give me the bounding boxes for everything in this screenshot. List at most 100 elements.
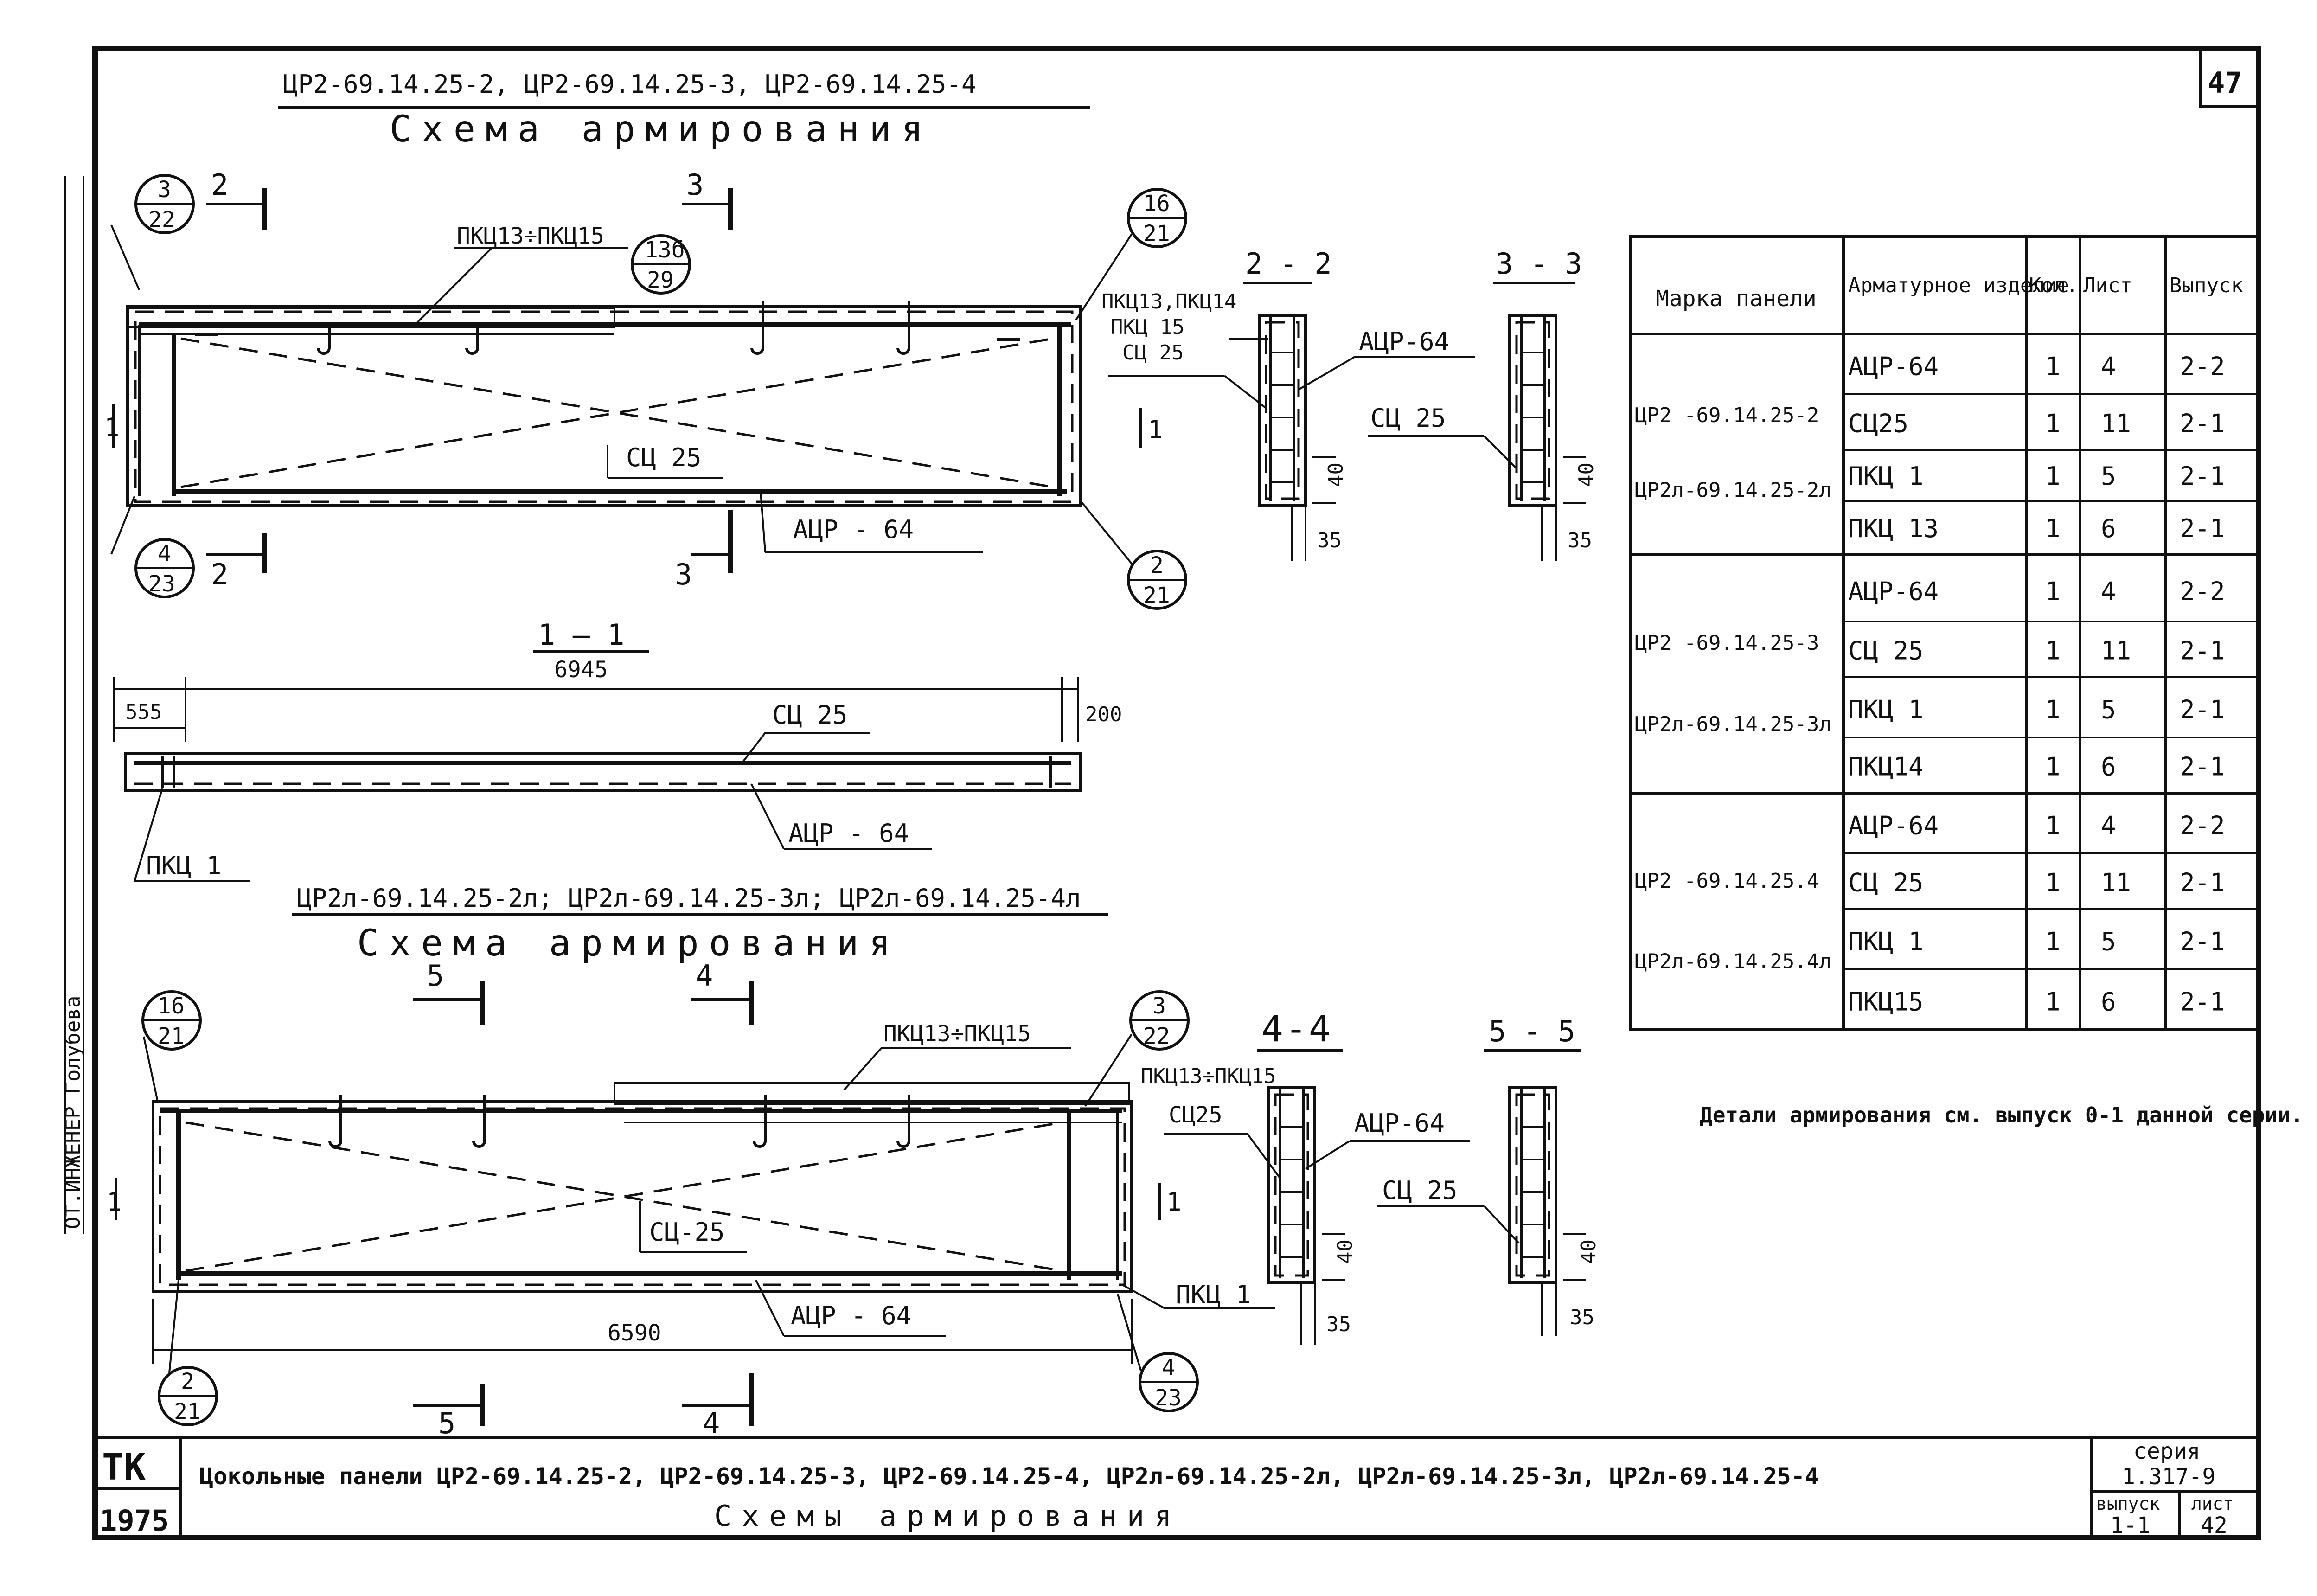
s33-sc25-label: СЦ 25 — [1370, 404, 1446, 433]
callout-3-22: 322 — [110, 174, 195, 290]
top-acr64-label: АЦР - 64 — [793, 515, 914, 544]
table-cell: 4 — [2101, 811, 2116, 840]
stamp-tk: ТК — [102, 1447, 146, 1488]
table-cell: 2-1 — [2180, 461, 2225, 491]
top-title: ЦР2-69.14.25-2, ЦР2-69.14.25-3, ЦР2-69.1… — [283, 70, 977, 99]
bottom-pkc1-label: ПКЦ 1 — [1176, 1280, 1251, 1309]
cut-1-left-top-label: 1 — [104, 413, 120, 442]
svg-text:16: 16 — [1143, 191, 1170, 217]
table-cell: 6 — [2101, 514, 2116, 543]
s22-pkc15-label: ПКЦ 15 — [1111, 315, 1184, 339]
svg-text:22: 22 — [1143, 1023, 1170, 1049]
cut-1-right-top-label: 1 — [1148, 415, 1163, 444]
table-cell: 2-1 — [2180, 514, 2225, 543]
cut-3-bottom-label: 3 — [675, 558, 692, 591]
list-value: 42 — [2201, 1513, 2227, 1538]
bottom-sc25-label: СЦ-25 — [649, 1218, 725, 1247]
svg-text:3 - 3: 3 - 3 — [1496, 247, 1582, 281]
callout-2-21-b: 221 — [158, 1280, 218, 1426]
cut-4-bottom-label: 4 — [703, 1406, 720, 1440]
svg-text:29: 29 — [647, 267, 674, 293]
table-cell: 2-1 — [2180, 927, 2225, 956]
svg-text:2 - 2: 2 - 2 — [1245, 247, 1332, 281]
cut-5-bottom-label: 5 — [438, 1406, 455, 1440]
mid-title: ЦР2л-69.14.25-2л; ЦР2л-69.14.25-3л; ЦР2л… — [297, 884, 1081, 913]
s22-sc25-label: СЦ 25 — [1122, 341, 1184, 365]
table-cell: 5 — [2101, 927, 2116, 956]
table-cell: 2-2 — [2180, 811, 2225, 840]
bottom-pkc13-15-label: ПКЦ13÷ПКЦ15 — [883, 1021, 1031, 1047]
side-signature-text: ОТ.ИНЖЕНЕР Голубева — [61, 996, 85, 1229]
table-cell: 2-2 — [2180, 577, 2225, 606]
table-cell: 6 — [2101, 987, 2116, 1016]
table-cell: 2-1 — [2180, 987, 2225, 1016]
table-cell: 1 — [2045, 514, 2061, 543]
svg-text:4: 4 — [1162, 1355, 1175, 1381]
svg-text:40: 40 — [1577, 1239, 1600, 1264]
svg-text:35: 35 — [1326, 1313, 1351, 1336]
note-line: Детали армирования см. выпуск 0-1 данной… — [1700, 1102, 2304, 1128]
cut-2-bottom-label: 2 — [211, 558, 228, 591]
top-sc25-label: СЦ 25 — [626, 443, 702, 472]
svg-text:21: 21 — [174, 1399, 201, 1425]
s55-sc25-label: СЦ 25 — [1382, 1176, 1458, 1205]
stamp-year: 1975 — [100, 1504, 169, 1538]
cut-1-right-bottom-label: 1 — [1166, 1187, 1182, 1217]
table-cell: ПКЦ 1 — [1848, 927, 1924, 956]
section-5-5: 5 - 5 40 35 — [1484, 1014, 1600, 1336]
specification-table — [1629, 235, 2260, 1031]
table-cell: СЦ 25 — [1848, 868, 1924, 897]
length-6590: 6590 — [608, 1320, 661, 1346]
svg-text:13б: 13б — [645, 237, 685, 263]
s22-pkc-label: ПКЦ13,ПКЦ14 — [1101, 290, 1236, 314]
table-header-issue: Выпуск — [2170, 274, 2243, 297]
length-6945: 6945 — [554, 657, 608, 683]
page-number: 47 — [2208, 66, 2242, 100]
svg-text:3: 3 — [158, 177, 171, 203]
svg-text:2: 2 — [1150, 552, 1164, 578]
table-cell: 11 — [2101, 636, 2131, 666]
top-panel-elevation — [126, 301, 1082, 507]
table-cell: СЦ25 — [1848, 409, 1908, 438]
table-cell: 1 — [2045, 577, 2061, 606]
s44-acr64-label: АЦР-64 — [1354, 1109, 1445, 1138]
table-panel-mark: ЦР2л-69.14.25.4л — [1635, 949, 1831, 973]
table-cell: 1 — [2045, 461, 2061, 491]
table-cell: 1 — [2045, 811, 2061, 840]
callout-4-23-b: 423 — [1117, 1294, 1199, 1412]
svg-text:3: 3 — [1152, 993, 1166, 1019]
table-cell: 2-1 — [2180, 752, 2225, 782]
table-cell: 1 — [2045, 695, 2061, 724]
series-value: 1.317-9 — [2122, 1464, 2215, 1490]
svg-text:16: 16 — [158, 993, 185, 1019]
vypusk-label: выпуск — [2096, 1493, 2160, 1514]
callout-4-23: 423 — [110, 496, 195, 598]
cut-1-left-bottom-label: 1 — [107, 1187, 122, 1217]
svg-text:23: 23 — [1155, 1385, 1182, 1411]
svg-text:21: 21 — [1143, 583, 1170, 609]
table-cell: 1 — [2045, 636, 2061, 666]
svg-text:35: 35 — [1570, 1306, 1594, 1329]
table-cell: 11 — [2101, 409, 2131, 438]
callout-3-22-b: 322 — [1084, 990, 1190, 1107]
table-cell: 4 — [2101, 577, 2116, 606]
table-cell: 4 — [2101, 352, 2116, 381]
section-2-2: 2 - 2 40 35 — [1243, 247, 1348, 561]
table-cell: ПКЦ 1 — [1848, 461, 1924, 491]
svg-text:4-4: 4-4 — [1261, 1008, 1332, 1050]
stamp-subtitle: Схемы армирования — [714, 1499, 1182, 1533]
bottom-acr64-label: АЦР - 64 — [791, 1301, 911, 1330]
table-cell: ПКЦ 13 — [1848, 514, 1939, 543]
table-cell: 2-2 — [2180, 352, 2225, 381]
table-cell: АЦР-64 — [1848, 577, 1939, 606]
svg-text:21: 21 — [158, 1023, 185, 1049]
table-cell: 2-1 — [2180, 636, 2225, 666]
vypusk-value: 1-1 — [2110, 1513, 2151, 1538]
table-cell: 1 — [2045, 868, 2061, 897]
s44-sc25-label: СЦ25 — [1169, 1102, 1223, 1128]
table-header-sheet: Лист — [2083, 274, 2132, 297]
